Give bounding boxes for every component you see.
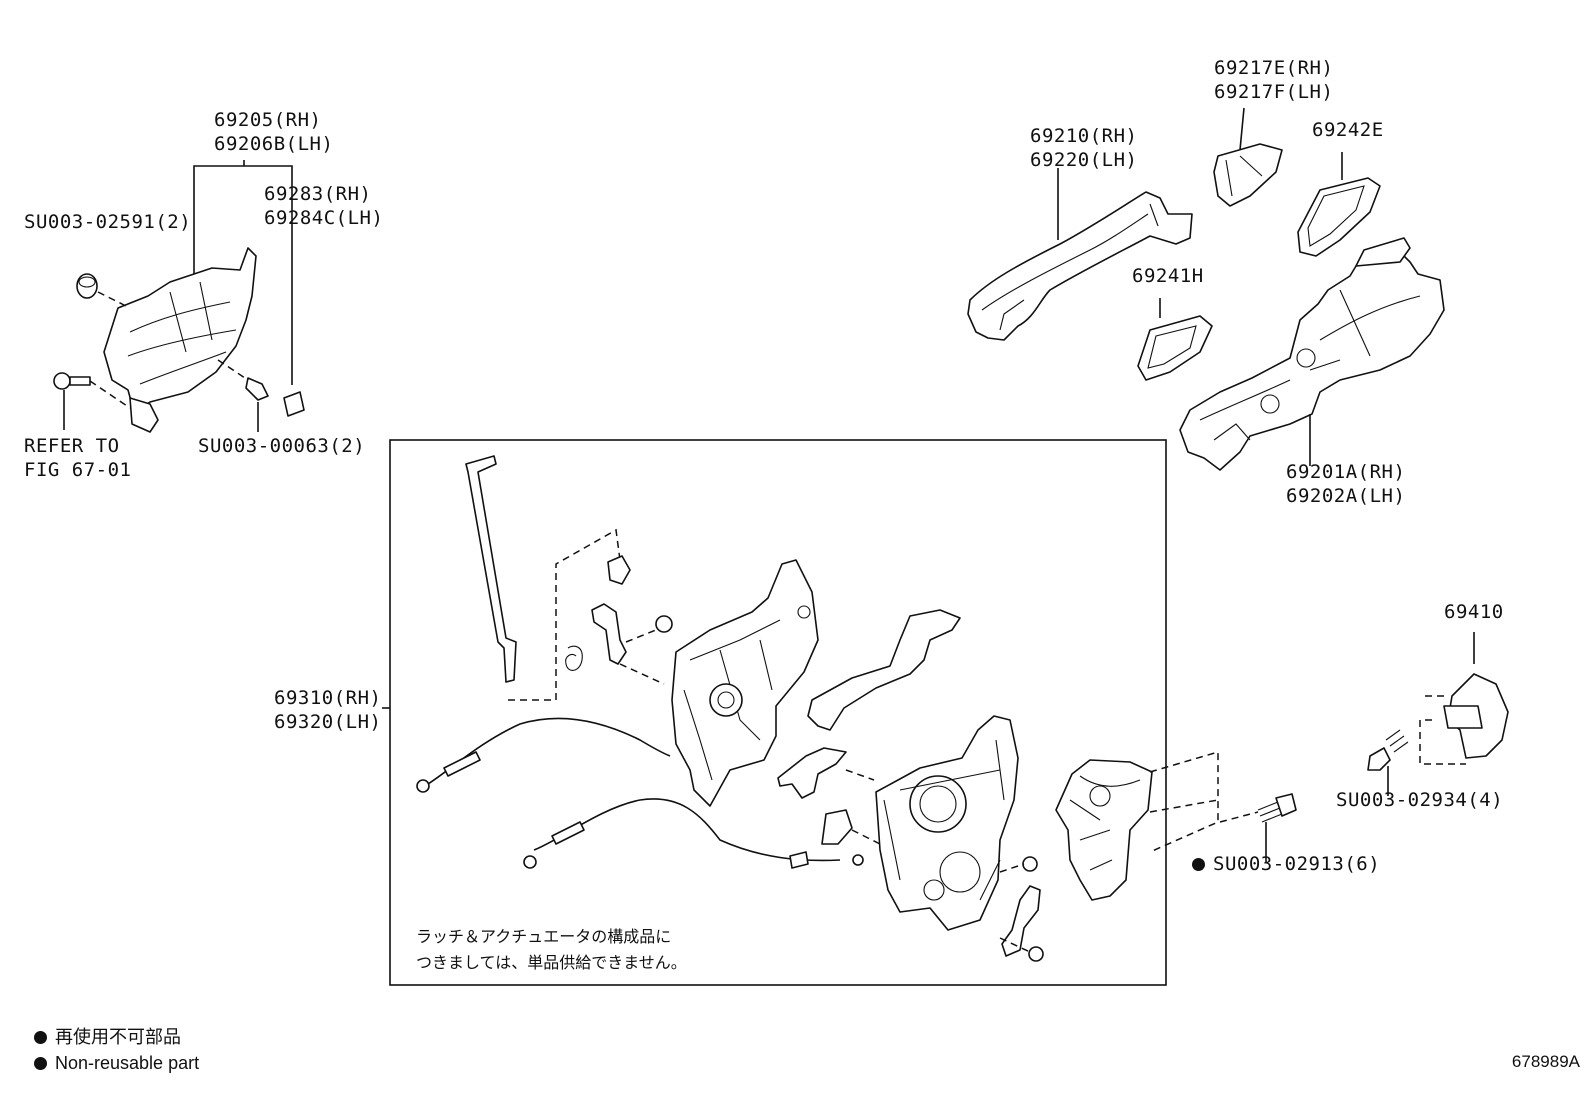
callout-inside-handle: 69205(RH) 69206B(LH)	[214, 109, 334, 155]
lever-c-part	[1001, 885, 1041, 957]
callout-latch-bolt: SU003-02913(6)	[1192, 852, 1380, 876]
filled-dot-icon	[34, 1057, 47, 1070]
callout-gasket-front: 69241H	[1132, 265, 1204, 287]
handle-frame-part	[1179, 251, 1445, 471]
callout-striker: 69410	[1444, 601, 1504, 623]
filled-dot-icon	[34, 1031, 47, 1044]
link-part	[591, 603, 627, 665]
cable-lower-part	[533, 798, 841, 862]
outside-handle-part	[967, 191, 1193, 341]
cover-part	[807, 609, 961, 731]
callout-striker-bolt: SU003-02934(4)	[1336, 789, 1504, 811]
callout-refer: REFER TO FIG 67-01	[24, 435, 132, 481]
legend-jp: 再使用不可部品	[34, 1024, 181, 1050]
callout-latch-assembly: 69310(RH) 69320(LH)	[274, 687, 382, 733]
lever-small-part	[607, 555, 631, 585]
callout-screw: SU003-00063(2)	[198, 435, 366, 457]
striker-group	[1367, 632, 1509, 796]
lever-a-part	[777, 747, 847, 799]
callout-outside-handle: 69210(RH) 69220(LH)	[1030, 125, 1138, 171]
lever-b-part	[821, 809, 853, 845]
gasket-front-part	[1137, 315, 1213, 381]
striker-bolt-part	[1367, 747, 1391, 771]
screw-00063-part	[245, 377, 269, 401]
actuator-upper-part	[671, 559, 819, 807]
screw-refer-part	[53, 372, 71, 390]
legend-en: Non-reusable part	[34, 1050, 199, 1076]
filled-dot-icon	[1192, 858, 1205, 871]
callout-clip: 69283(RH) 69284C(LH)	[264, 183, 384, 229]
callout-handle-cap: 69217E(RH) 69217F(LH)	[1214, 57, 1334, 103]
callout-grommet: SU003-02591(2)	[24, 211, 192, 233]
latch-body-part	[1055, 759, 1153, 901]
grommet-part	[76, 273, 98, 299]
latch-bolt-part	[1275, 793, 1297, 817]
callout-gasket-rear: 69242E	[1312, 119, 1384, 141]
callout-handle-frame: 69201A(RH) 69202A(LH)	[1286, 461, 1406, 507]
latch-note: ラッチ＆アクチュエータの構成品に つきましては、単品供給できません。	[416, 927, 687, 972]
cable-upper-part	[427, 717, 671, 785]
diagram-id: 678989A	[1511, 1052, 1580, 1071]
handle-cap-part	[1213, 143, 1283, 207]
inside-handle-group	[53, 160, 305, 433]
outside-handle-group	[967, 107, 1445, 471]
latch-assembly-parts	[416, 455, 1297, 962]
latch-assembly-box	[389, 439, 1167, 986]
lock-rod-part	[465, 455, 517, 683]
clip-69283-part	[283, 391, 305, 417]
gasket-rear-part	[1297, 177, 1381, 257]
